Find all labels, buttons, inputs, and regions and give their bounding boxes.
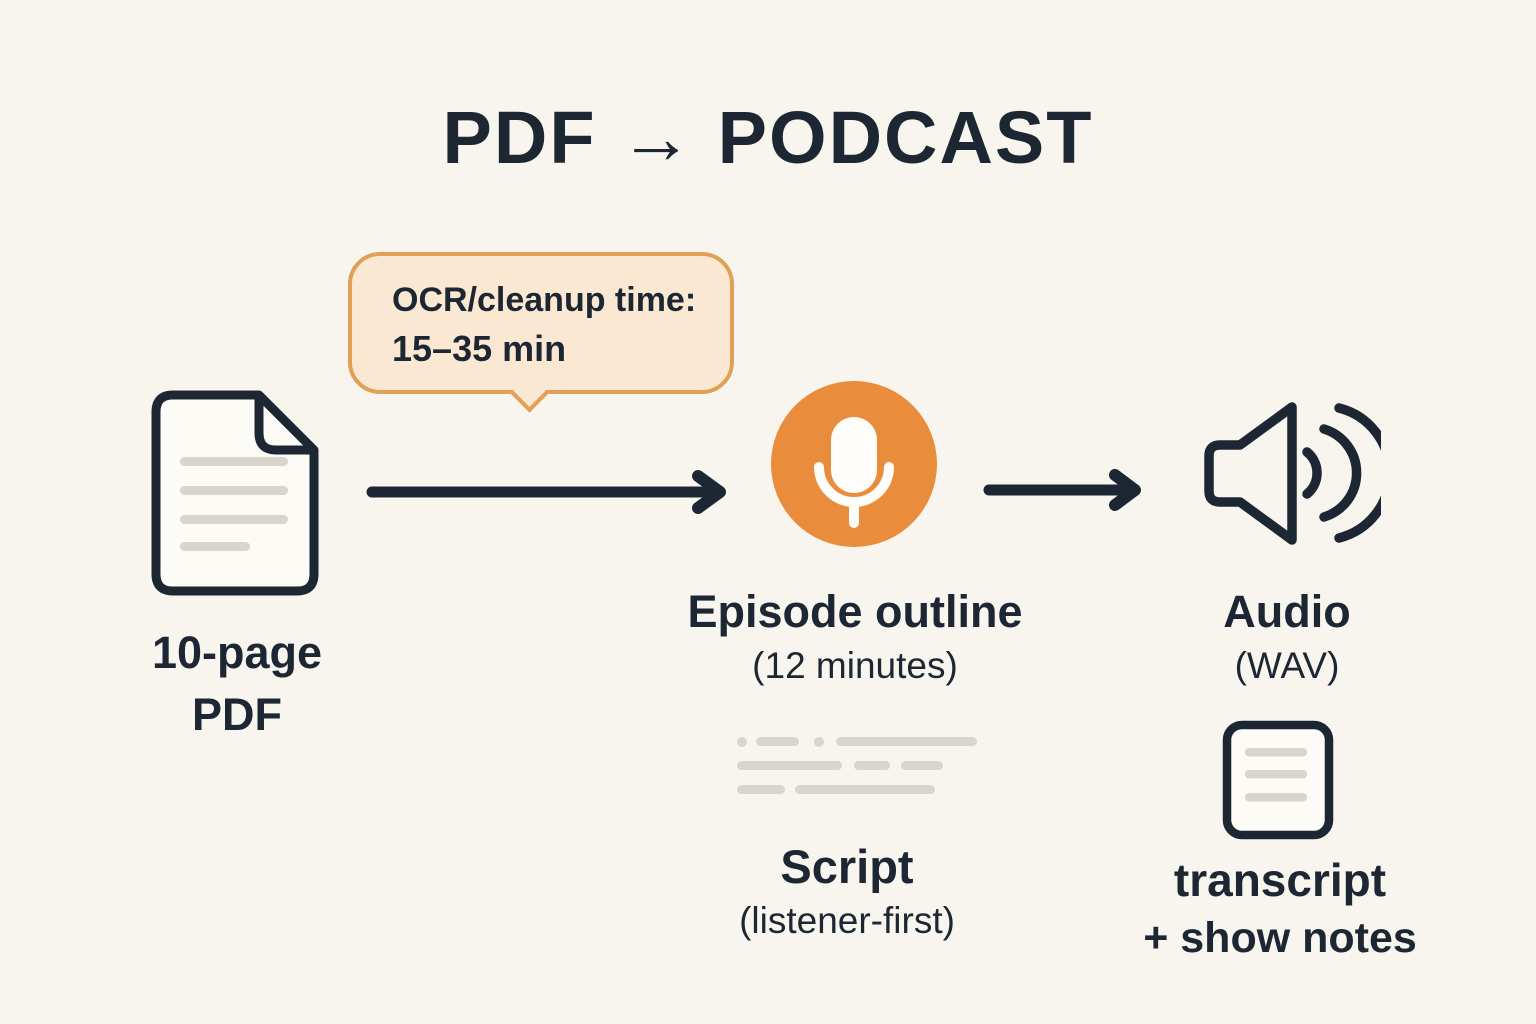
script-preview-row — [737, 761, 969, 770]
script-stage-label: Script (listener-first) — [647, 836, 1047, 944]
outline-stage-label: Episode outline (12 minutes) — [655, 581, 1055, 689]
audio-subtitle: (WAV) — [1234, 645, 1340, 686]
transcript-subtitle: + show notes — [1143, 914, 1417, 962]
pdf-label-line-1: 10-page — [151, 627, 323, 678]
preview-pill — [737, 785, 785, 794]
note-icon — [1222, 720, 1334, 840]
callout-tail — [510, 374, 549, 413]
preview-pill — [854, 761, 890, 770]
audio-title: Audio — [1223, 586, 1351, 637]
page-title: PDF → PODCAST — [442, 96, 1094, 179]
pdf-stage-label: 10-page PDF — [87, 622, 387, 746]
preview-line — [795, 785, 935, 794]
preview-dot — [737, 736, 747, 747]
audio-stage-label: Audio (WAV) — [1137, 581, 1437, 689]
preview-pill — [901, 761, 943, 770]
script-preview-row — [737, 785, 969, 794]
speaker-icon — [1203, 398, 1381, 550]
preview-dot — [814, 736, 824, 747]
preview-line — [836, 737, 977, 746]
script-title: Script — [780, 840, 914, 893]
script-preview — [737, 736, 977, 809]
arrow-right-icon — [981, 468, 1161, 512]
pdf-label-line-2: PDF — [192, 689, 282, 740]
outline-title: Episode outline — [687, 586, 1023, 637]
transcript-stage-label: transcript + show notes — [1105, 851, 1455, 967]
transcript-title: transcript — [1173, 854, 1387, 906]
preview-pill — [756, 737, 799, 746]
document-icon — [143, 386, 327, 600]
callout-line-1: OCR/cleanup time: — [392, 281, 697, 319]
script-subtitle: (listener-first) — [739, 900, 955, 941]
callout-bubble: OCR/cleanup time: 15–35 min — [348, 252, 734, 413]
microphone-icon — [769, 379, 939, 549]
script-preview-row — [737, 736, 977, 747]
outline-subtitle: (12 minutes) — [752, 645, 958, 686]
callout-line-2: 15–35 min — [392, 328, 567, 369]
preview-line — [737, 761, 842, 770]
arrow-right-icon — [364, 470, 744, 514]
